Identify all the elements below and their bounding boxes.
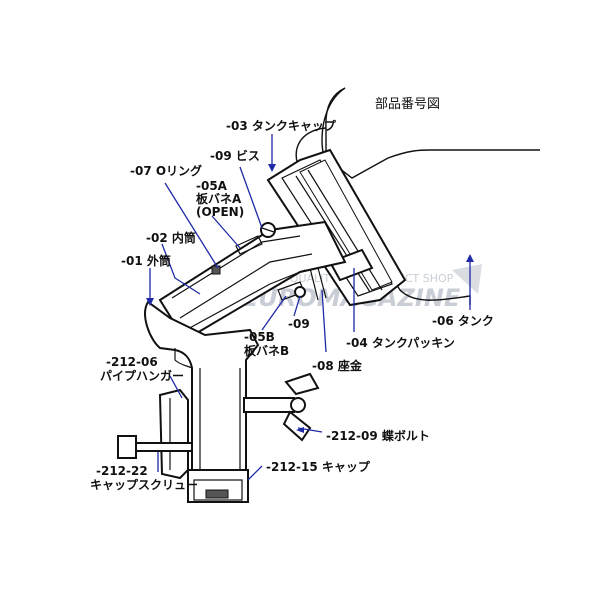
- label-leaf-spring-a-2: 板バネA: [196, 191, 242, 206]
- label-tank-cap: -03 タンクキャップ: [226, 118, 337, 133]
- wing-bolt: [243, 372, 320, 442]
- label-seat-metal: -08 座金: [312, 358, 363, 373]
- label-o-ring: -07 Oリング: [130, 163, 202, 178]
- label-tank: -06 タンク: [432, 314, 494, 328]
- cap-screw: [117, 435, 193, 459]
- arrow-wing-bolt: [296, 427, 304, 433]
- label-inner-tube: -02 内筒: [146, 230, 196, 245]
- label-leaf-spring-a-1: -05A: [196, 179, 228, 193]
- arrow-tank-cap: [268, 164, 276, 172]
- label-cap-screw-2: キャップスクリュー: [90, 477, 198, 492]
- label-wing-bolt: -212-09 蝶ボルト: [326, 428, 430, 443]
- label-pipe-hanger-1: -212-06: [106, 355, 158, 369]
- pipe-hanger: [158, 388, 189, 480]
- arrow-tank: [466, 254, 474, 262]
- arrow-outer-tube: [146, 298, 154, 306]
- leaf-spring-a: [235, 235, 263, 255]
- cap-part: [187, 469, 249, 503]
- diagram-title: 部品番号図: [375, 97, 440, 112]
- tank-packing: [328, 248, 374, 282]
- o-ring-mark: [211, 265, 221, 275]
- label-leaf-spring-b-1: -05B: [244, 330, 275, 344]
- arrow-heads: [146, 164, 474, 433]
- label-screw-09b: -09: [288, 317, 310, 331]
- label-tank-packing: -04 タンクパッキン: [346, 336, 455, 350]
- label-outer-tube: -01 外筒: [121, 253, 171, 268]
- leader-lines: [149, 134, 471, 481]
- label-cap-screw-1: -212-22: [96, 464, 148, 478]
- seat-metal: [309, 267, 327, 301]
- label-leaf-spring-b-2: 板バネB: [244, 343, 289, 358]
- label-leaf-spring-a-3: (OPEN): [196, 205, 244, 219]
- screw-09b-head: [294, 286, 306, 298]
- label-pipe-hanger-2: パイプハンガー: [100, 368, 184, 383]
- label-cap: -212-15 キャップ: [266, 459, 371, 474]
- screw-09-slot: [261, 227, 275, 233]
- label-screw-09: -09 ビス: [210, 148, 260, 163]
